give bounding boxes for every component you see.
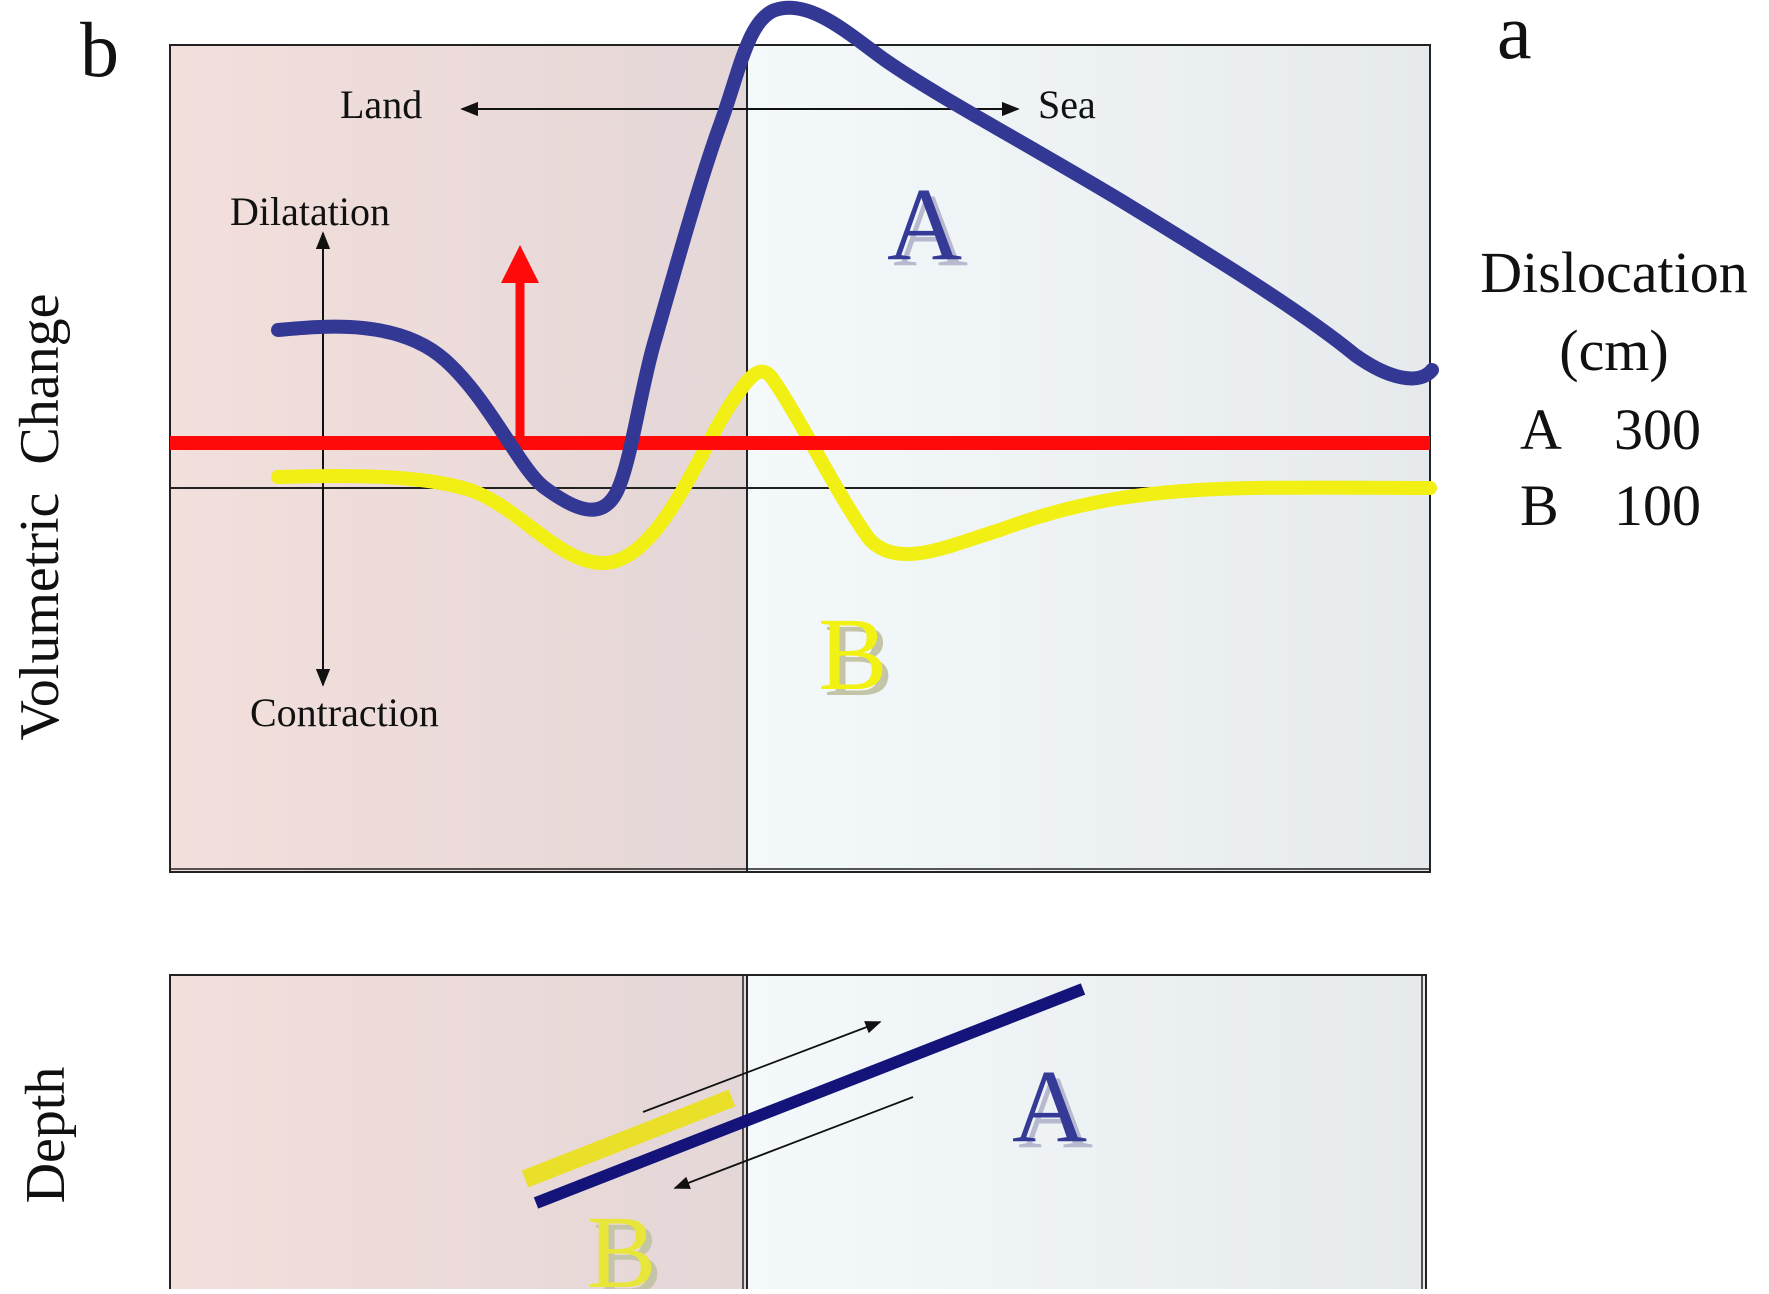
- legend-row-a-key: A: [1520, 397, 1562, 462]
- panel-label-a: a: [1497, 0, 1532, 75]
- legend-row-b-key: B: [1520, 473, 1559, 538]
- fault-a-label: A: [1012, 1049, 1087, 1164]
- volumetric-change-axis-title: Volumetric Change: [9, 294, 71, 741]
- curve-a-label: A: [887, 167, 962, 282]
- slip-arrow-lower: [673, 1096, 914, 1189]
- fault-a-label-shadow: A: [1018, 1055, 1093, 1170]
- fault-b-label: B: [587, 1195, 656, 1289]
- lower-panel: A A B B: [169, 974, 1427, 1294]
- uplift-arrow-head: [501, 245, 539, 283]
- contraction-label: Contraction: [250, 690, 439, 735]
- dislocation-legend: Dislocation (cm) A 300 B 100: [1480, 240, 1747, 538]
- fault-plane-a: [533, 983, 1086, 1209]
- fault-b-label-shadow: B: [593, 1201, 662, 1289]
- dilatation-label: Dilatation: [230, 189, 390, 234]
- legend-row-a-value: 300: [1614, 397, 1701, 462]
- depth-axis-title: Depth: [15, 1067, 77, 1204]
- legend-unit: (cm): [1559, 318, 1669, 383]
- fault-plane-b: [521, 1089, 736, 1188]
- land-label: Land: [340, 82, 422, 127]
- upper-panel: Land Sea Dilatation Contraction A A B B: [169, 0, 1439, 873]
- legend-title: Dislocation: [1480, 240, 1747, 305]
- curve-a: [271, 0, 1439, 517]
- panel-label-b: b: [80, 6, 119, 93]
- sea-region-lower: [747, 975, 1426, 1293]
- upper-panel-frame: [169, 44, 1431, 873]
- curve-b-label: B: [818, 597, 887, 712]
- land-region-upper: [170, 45, 747, 872]
- sea-label: Sea: [1038, 82, 1096, 127]
- curve-b-label-shadow: B: [824, 603, 893, 718]
- slip-arrow-upper: [642, 1021, 882, 1113]
- curve-a-label-shadow: A: [893, 173, 968, 288]
- legend-row-b-value: 100: [1614, 473, 1701, 538]
- curve-b: [271, 364, 1437, 570]
- sea-region-upper: [747, 45, 1430, 872]
